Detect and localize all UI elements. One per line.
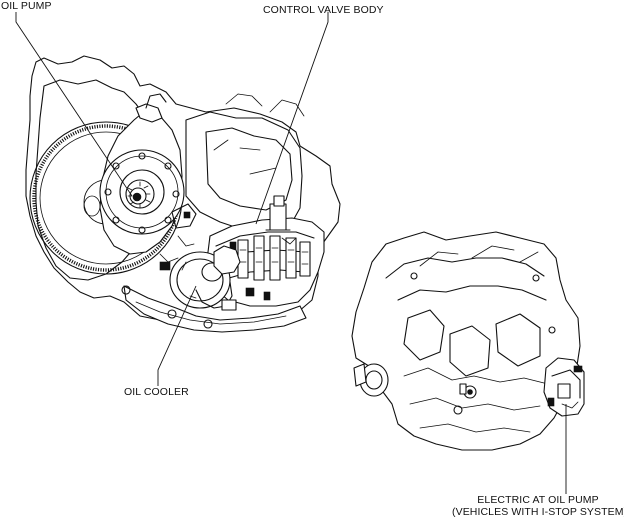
label-electric-line1: ELECTRIC AT OIL PUMP <box>477 494 599 506</box>
oil-cooler <box>169 245 241 311</box>
label-control-valve-body: CONTROL VALVE BODY <box>263 4 384 16</box>
control-valve-body <box>205 195 325 307</box>
label-oil-cooler: OIL COOLER <box>124 386 189 398</box>
oil-pump <box>99 109 185 255</box>
electric-at-oil-pump <box>543 357 585 417</box>
label-electric-line2: (VEHICLES WITH I-STOP SYSTEM) <box>452 506 624 518</box>
label-electric-at-oil-pump: ELECTRIC AT OIL PUMP (VEHICLES WITH I-ST… <box>452 494 624 518</box>
leader-control-valve-body <box>255 12 329 225</box>
leader-oil-pump <box>15 12 133 197</box>
right-housing <box>351 231 581 451</box>
right-transmission <box>351 231 585 451</box>
leader-oil-cooler <box>157 285 197 386</box>
left-transmission <box>25 55 341 333</box>
label-oil-pump: OIL PUMP <box>1 0 52 12</box>
